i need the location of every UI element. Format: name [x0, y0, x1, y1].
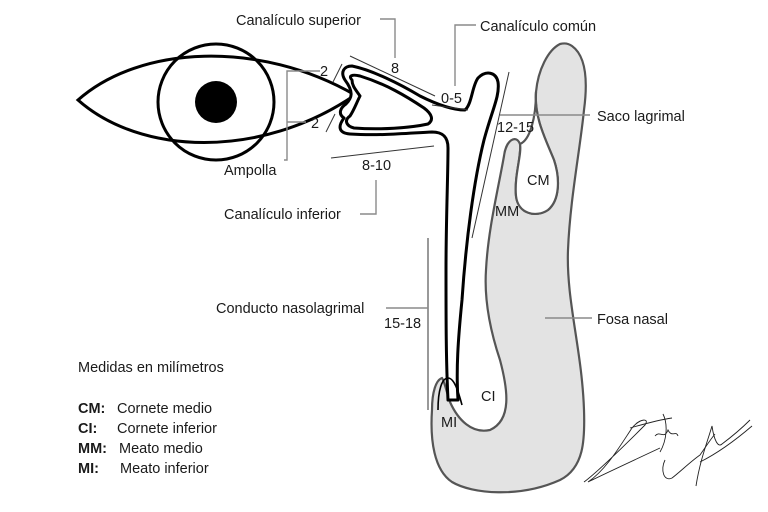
legend-abbr: MM: [78, 441, 107, 457]
dim-canaliculo-comun [431, 104, 469, 111]
label-canaliculo-inferior: Canalículo inferior [224, 207, 341, 223]
legend-text: Cornete medio [117, 401, 212, 417]
legend-text: Cornete inferior [117, 421, 217, 437]
measure-canaliculo-sup: 8 [391, 61, 399, 77]
label-canaliculo-superior: Canalículo superior [236, 13, 361, 29]
author-signature [583, 413, 753, 487]
legend-text: Meato medio [119, 441, 203, 457]
label-conducto-nasolagrimal: Conducto nasolagrimal [216, 301, 364, 317]
legend-item: MM: Meato medio [78, 441, 203, 457]
legend-units-note: Medidas en milímetros [78, 360, 224, 376]
label-fosa-nasal: Fosa nasal [597, 312, 668, 328]
label-saco-lagrimal: Saco lagrimal [597, 109, 685, 125]
label-ampolla: Ampolla [224, 163, 277, 179]
legend-abbr: CM: [78, 401, 105, 417]
dim-canaliculo-sup [349, 55, 436, 97]
pupil [195, 81, 237, 123]
dim-canaliculo-inf [330, 145, 435, 159]
legend-abbr: MI: [78, 461, 99, 477]
measure-saco: 12-15 [497, 120, 534, 136]
legend-text: Meato inferior [120, 461, 209, 477]
leader-canaliculo-superior [380, 18, 396, 58]
leader-canaliculo-comun [454, 24, 476, 86]
iris [156, 42, 276, 162]
leader-ampolla [284, 70, 320, 161]
lacrimal-duct-outer [338, 64, 500, 402]
dim-ampolla-sup [332, 63, 343, 83]
lacrimal-duct-inner [345, 73, 433, 131]
legend-item: MI: Meato inferior [78, 461, 209, 477]
measure-ampolla-sup: 2 [320, 64, 328, 80]
label-ci: CI [481, 389, 496, 405]
legend-item: CM: Cornete medio [78, 401, 212, 417]
legend-abbr: CI: [78, 421, 97, 437]
label-canaliculo-comun: Canalículo común [480, 19, 596, 35]
label-mi: MI [441, 415, 457, 431]
leader-canaliculo-inferior [360, 180, 377, 215]
measure-ampolla-inf: 2 [311, 116, 319, 132]
legend-item: CI: Cornete inferior [78, 421, 217, 437]
label-mm: MM [495, 204, 519, 220]
label-cm: CM [527, 173, 550, 189]
dim-saco [471, 71, 510, 239]
dim-ampolla-inf [325, 113, 336, 133]
measure-canaliculo-comun: 0-5 [441, 91, 462, 107]
measure-canaliculo-inf: 8-10 [362, 158, 391, 174]
measure-conducto: 15-18 [384, 316, 421, 332]
meato-inferior-bump [437, 377, 463, 411]
cornete-medio-hollow [514, 91, 560, 215]
